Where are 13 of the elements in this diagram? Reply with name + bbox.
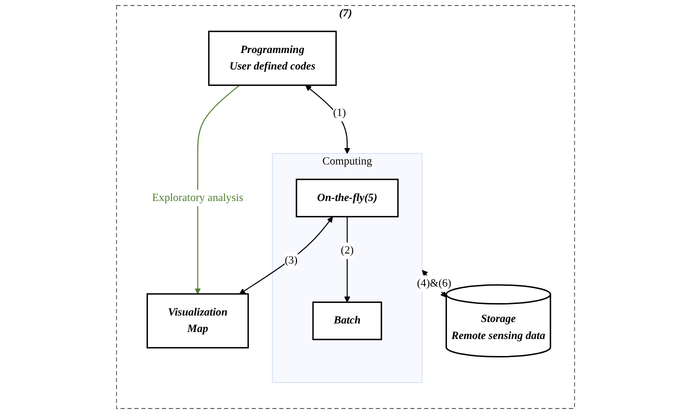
node-box: Visualization Map [147,293,250,348]
node-box: On-the-fly(5) [296,178,400,218]
arrow [344,216,351,302]
arrow [306,85,351,154]
edge-label: Exploratory analysis [152,192,244,204]
node-box: Programming User defined codes [208,30,338,86]
node-box: Batch [312,302,383,340]
edge-label: (1) [334,106,346,119]
edge-label: (4)&(6) [417,277,452,290]
edge-label: (2) [341,244,354,256]
arrow [240,216,334,294]
edge-label: (3) [285,254,298,266]
arrow [195,84,240,294]
